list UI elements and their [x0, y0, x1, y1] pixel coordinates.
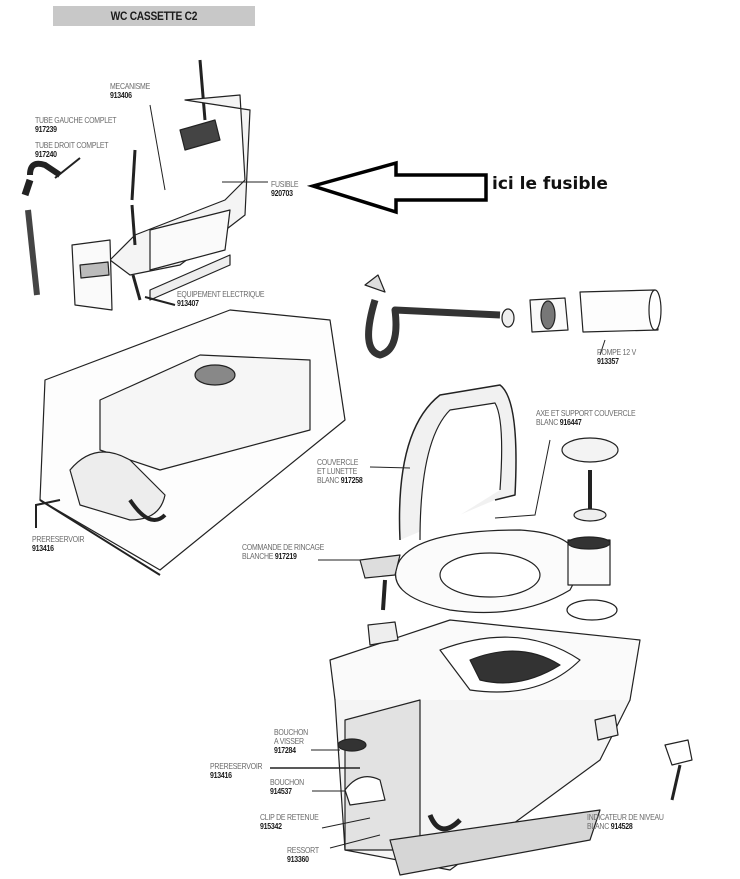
- part-label-tube-gauche: TUBE GAUCHE COMPLET 917239: [35, 115, 117, 134]
- part-name: BLANC: [587, 821, 610, 831]
- diagram-title-bar: WC CASSETTE C2: [53, 6, 255, 26]
- part-ref: 913406: [110, 90, 132, 100]
- part-name: EQUIPEMENT ELECTRIQUE: [177, 289, 265, 299]
- part-name: BOUCHON: [270, 777, 304, 787]
- leader-mecanisme: [149, 104, 166, 191]
- part-name: BOUCHON: [274, 727, 308, 737]
- part-ref: 917239: [35, 124, 57, 134]
- part-name: PRERESERVOIR: [32, 534, 85, 544]
- part-ref: 913407: [177, 298, 199, 308]
- leader-couvercle: [369, 466, 411, 469]
- part-name: ET LUNETTE: [317, 466, 358, 476]
- part-name: A VISSER: [274, 736, 304, 746]
- arrow-left-icon: [306, 160, 488, 215]
- toilet-drawing: [329, 384, 693, 876]
- leader-prereservoir-1: [35, 499, 61, 528]
- part-label-prereservoir-1: PRERESERVOIR 913416: [32, 534, 85, 553]
- part-ref: 917258: [340, 475, 363, 485]
- part-name: CLIP DE RETENUE: [260, 812, 319, 822]
- cassette-body-drawing: [39, 309, 346, 576]
- leader-ressort: [329, 834, 381, 849]
- part-label-tube-droit: TUBE DROIT COMPLET 917240: [35, 140, 109, 159]
- part-ref: 920703: [271, 188, 293, 198]
- part-name: AXE ET SUPPORT COUVERCLE: [536, 408, 636, 418]
- leader-clip: [321, 817, 371, 829]
- part-label-prereservoir-2: PRERESERVOIR 913416: [210, 761, 263, 780]
- part-name: FUSIBLE: [271, 179, 299, 189]
- part-name: COUVERCLE: [317, 457, 359, 467]
- part-label-equipement-electrique: EQUIPEMENT ELECTRIQUE 913407: [177, 289, 265, 308]
- part-ref: 913416: [210, 770, 232, 780]
- part-ref: 914528: [610, 821, 633, 831]
- leader-tube-droit: [54, 157, 81, 179]
- part-name: BLANC: [317, 475, 340, 485]
- callout-text: ici le fusible: [492, 174, 608, 194]
- part-name: PRERESERVOIR: [210, 761, 263, 771]
- leader-equipement: [144, 296, 176, 306]
- part-name: RESSORT: [287, 845, 319, 855]
- part-label-fusible: FUSIBLE 920703: [271, 179, 299, 198]
- part-name: COMMANDE DE RINCAGE: [242, 542, 325, 552]
- part-name: BLANCHE: [242, 551, 274, 561]
- part-ref: 913357: [597, 356, 619, 366]
- part-name: TUBE DROIT COMPLET: [35, 140, 109, 150]
- part-ref: 913360: [287, 854, 309, 864]
- part-ref: 914537: [270, 786, 292, 796]
- pump-drawing: [364, 274, 662, 359]
- leader-pompe: [599, 339, 606, 356]
- part-label-clip-retenue: CLIP DE RETENUE 915342: [260, 813, 319, 831]
- part-label-commande-rincage: COMMANDE DE RINCAGE BLANCHE 917219: [242, 543, 324, 561]
- part-name: TUBE GAUCHE COMPLET: [35, 115, 117, 125]
- part-ref: 915342: [260, 821, 282, 831]
- part-label-pompe: POMPE 12 V 913357: [597, 348, 636, 366]
- part-ref: 917219: [274, 551, 297, 561]
- part-label-bouchon-visser: BOUCHON A VISSER 917284: [274, 728, 308, 755]
- leader-lines: [35, 104, 606, 849]
- tube-drawing: [21, 160, 113, 311]
- part-label-axe-support: AXE ET SUPPORT COUVERCLE BLANC 916447: [536, 408, 636, 427]
- part-ref: 917284: [274, 745, 296, 755]
- part-name: MECANISME: [110, 81, 151, 91]
- part-name: BLANC: [536, 417, 559, 427]
- part-label-mecanisme: MECANISME 913406: [110, 82, 150, 100]
- part-label-indicateur-niveau: INDICATEUR DE NIVEAU BLANC 914528: [587, 813, 664, 831]
- part-ref: 917240: [35, 149, 57, 159]
- part-ref: 916447: [559, 417, 582, 427]
- part-name: POMPE 12 V: [597, 347, 637, 357]
- diagram-title: WC CASSETTE C2: [110, 9, 198, 23]
- part-name: INDICATEUR DE NIVEAU: [587, 812, 664, 822]
- part-label-ressort: RESSORT 913360: [287, 846, 319, 864]
- part-label-couvercle: COUVERCLE ET LUNETTE BLANC 917258: [317, 457, 363, 485]
- leader-axe: [494, 439, 551, 519]
- part-ref: 913416: [32, 543, 54, 553]
- part-label-bouchon: BOUCHON 914537: [270, 778, 304, 796]
